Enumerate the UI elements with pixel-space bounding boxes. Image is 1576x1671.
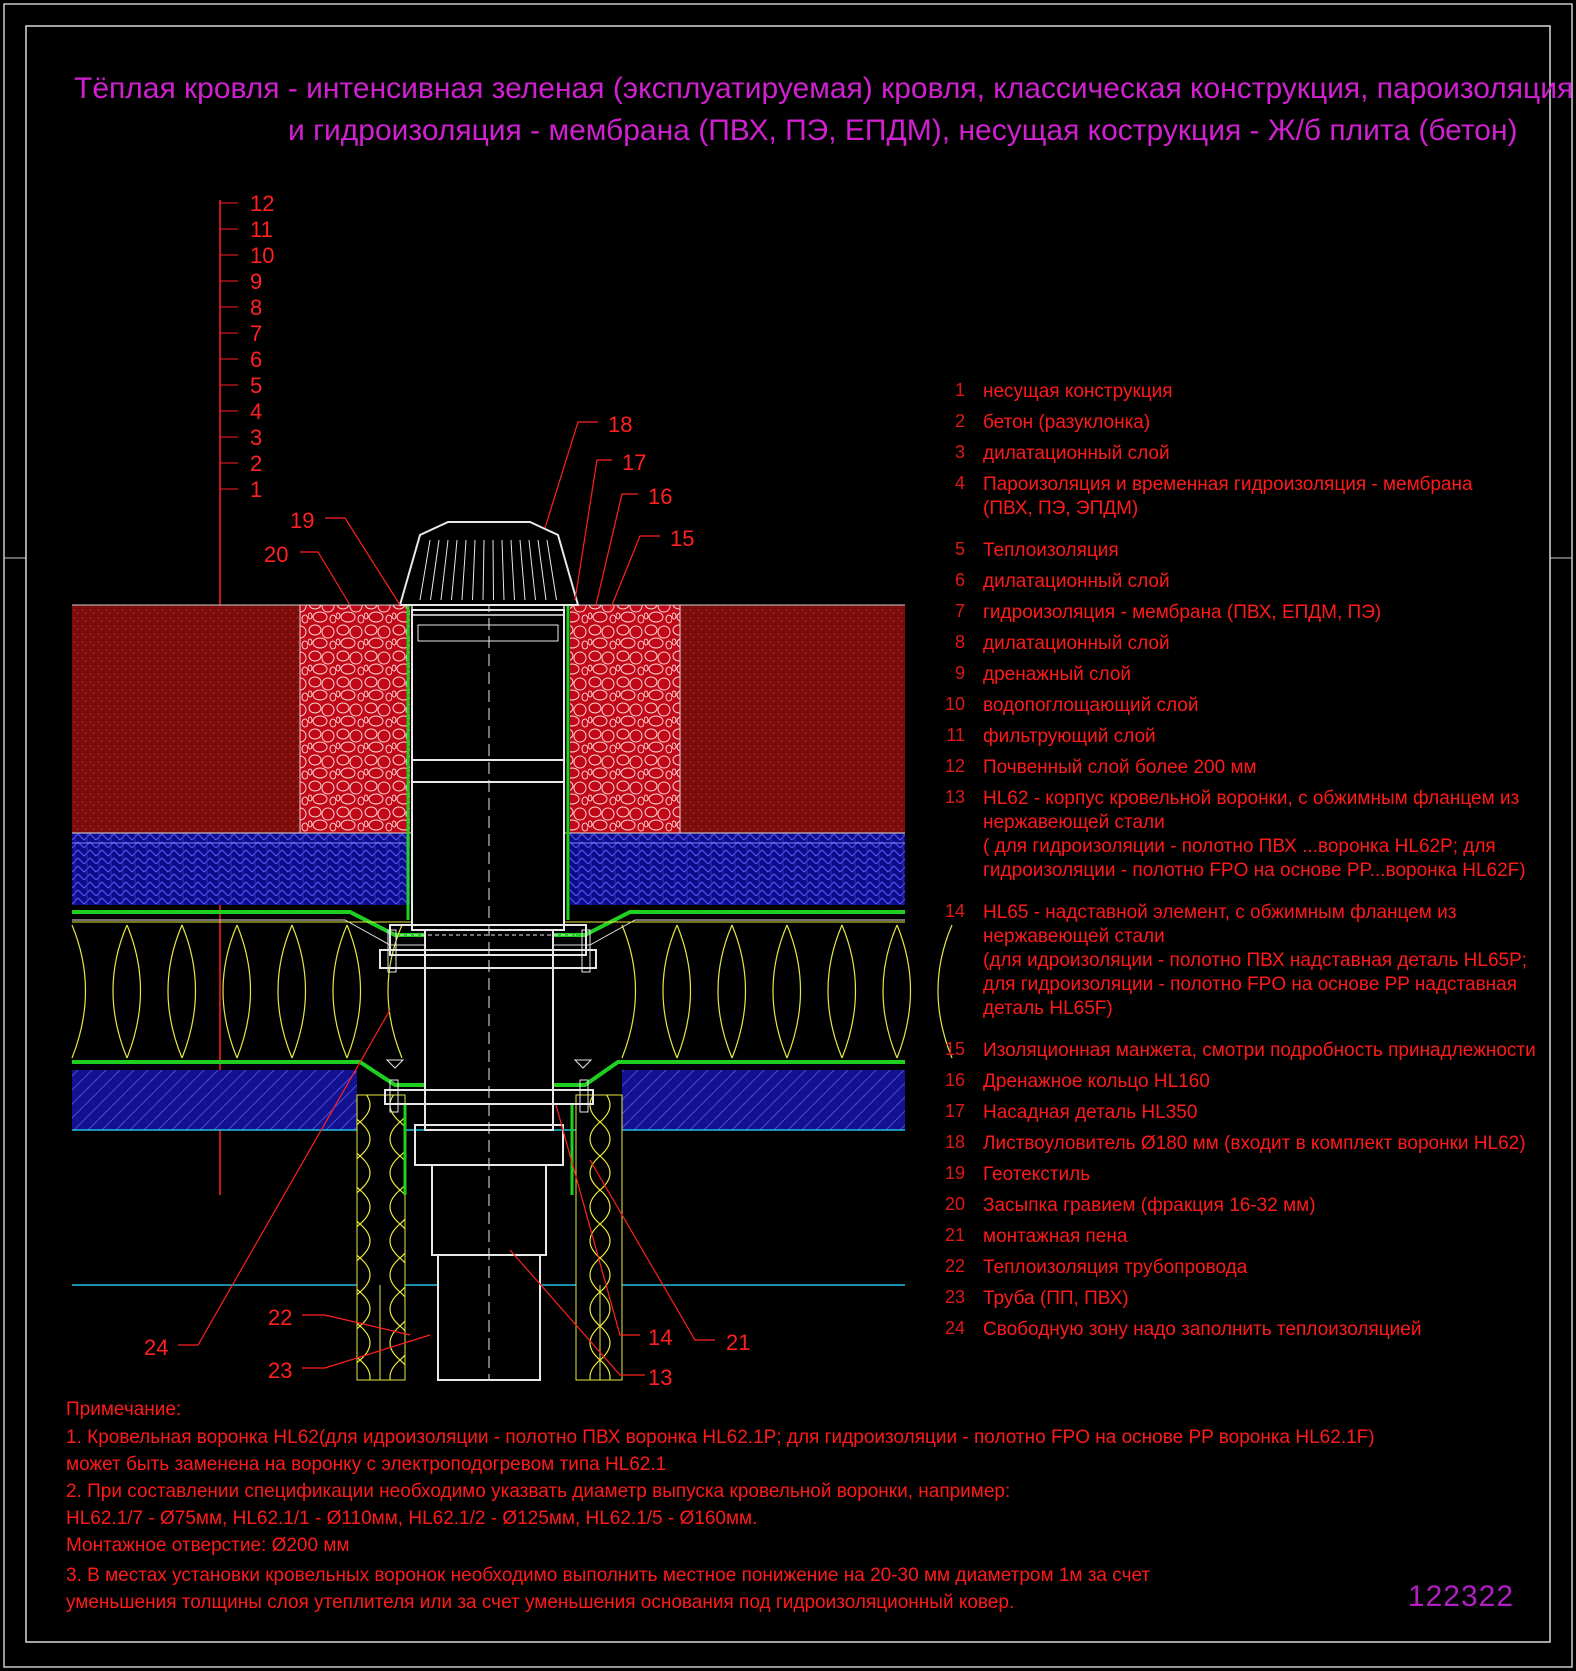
legend-text: Листвоуловитель Ø180 мм (входит в компле… xyxy=(983,1133,1526,1154)
legend-text: Теплоизоляция xyxy=(983,540,1119,561)
legend-text: гидроизоляция - мембрана (ПВХ, ЕПДМ, ПЭ) xyxy=(983,602,1382,623)
note-1: 1. Кровельная воронка HL62(для идроизоля… xyxy=(66,1427,1375,1475)
callout-14: 14 xyxy=(648,1325,672,1350)
legend-text: Свободную зону надо заполнить теплоизоля… xyxy=(983,1319,1422,1340)
pipe-insulation-left xyxy=(356,1094,406,1381)
ruler-label: 7 xyxy=(250,321,262,346)
legend-number: 13 xyxy=(944,787,965,807)
callout-19: 19 xyxy=(290,508,314,533)
callout-21: 21 xyxy=(726,1330,750,1355)
legend-number: 7 xyxy=(954,601,965,621)
legend-number: 22 xyxy=(944,1256,965,1276)
note-3: 3. В местах установки кровельных воронок… xyxy=(66,1565,1151,1613)
legend-text: Засыпка гравием (фракция 16-32 мм) xyxy=(983,1195,1316,1216)
legend-number: 18 xyxy=(944,1132,965,1152)
pipe-insulation-right xyxy=(575,1094,623,1381)
callout-15: 15 xyxy=(670,526,694,551)
legend-text: HL65 - надставной элемент, с обжимным фл… xyxy=(983,902,1528,1019)
legend-number: 10 xyxy=(944,694,965,714)
legend-number: 12 xyxy=(944,756,965,776)
callout-18: 18 xyxy=(608,412,632,437)
legend-text: несущая конструкция xyxy=(983,381,1173,402)
legend-number: 2 xyxy=(954,411,965,431)
leaf-guard xyxy=(398,521,580,616)
ruler-label: 1 xyxy=(250,477,262,502)
callout-23: 23 xyxy=(268,1358,292,1383)
gravel-backfill-left xyxy=(300,605,410,833)
roof-drain-assembly xyxy=(379,600,597,1381)
legend-number: 17 xyxy=(944,1101,965,1121)
callout-24: 24 xyxy=(144,1335,168,1360)
drawing-code: 122322 xyxy=(1407,1580,1514,1613)
concrete-slab-left xyxy=(72,1070,357,1130)
legend-text: монтажная пена xyxy=(983,1226,1128,1247)
legend-number: 11 xyxy=(946,725,965,745)
legend-text: водопоглощающий слой xyxy=(983,695,1199,716)
legend-text: Теплоизоляция трубопровода xyxy=(983,1257,1248,1278)
legend-text: дилатационный слой xyxy=(983,633,1170,654)
legend-number: 4 xyxy=(954,473,965,493)
drainage-layer-right xyxy=(570,833,905,905)
ruler-label: 6 xyxy=(250,347,262,372)
soil-layer-left xyxy=(72,605,300,833)
ruler-label: 3 xyxy=(250,425,262,450)
note-heading: Примечание: xyxy=(66,1399,182,1420)
callout-22: 22 xyxy=(268,1305,292,1330)
ruler-label: 4 xyxy=(250,399,262,424)
note-2: 2. При составлении спецификации необходи… xyxy=(66,1481,1011,1556)
drainage-layer-left xyxy=(72,833,410,905)
legend-number: 14 xyxy=(944,901,965,921)
thermal-insulation xyxy=(71,924,953,1059)
ruler-label: 5 xyxy=(250,373,262,398)
legend-text: дилатационный слой xyxy=(983,443,1170,464)
legend-text: Геотекстиль xyxy=(983,1164,1091,1185)
ruler-label: 8 xyxy=(250,295,262,320)
legend-number: 8 xyxy=(954,632,965,652)
legend-number: 24 xyxy=(944,1318,965,1338)
legend-text: дренажный слой xyxy=(983,664,1132,685)
legend-number: 5 xyxy=(954,539,965,559)
callout-20: 20 xyxy=(264,542,288,567)
ruler-label: 2 xyxy=(250,451,262,476)
legend-number: 21 xyxy=(944,1225,965,1245)
legend-text: Почвенный слой более 200 мм xyxy=(983,757,1257,778)
legend-number: 16 xyxy=(944,1070,965,1090)
concrete-slab-right xyxy=(622,1070,905,1130)
ruler-label: 11 xyxy=(250,217,273,242)
legend-text: Дренажное кольцо HL160 xyxy=(983,1071,1210,1092)
legend-number: 23 xyxy=(944,1287,965,1307)
legend-text: фильтрующий слой xyxy=(983,726,1156,747)
legend-text: Насадная деталь HL350 xyxy=(983,1102,1198,1123)
gravel-backfill-right xyxy=(570,605,680,833)
legend-text: бетон (разуклонка) xyxy=(983,412,1151,433)
legend-number: 9 xyxy=(954,663,965,683)
legend-number: 15 xyxy=(944,1039,965,1059)
legend-text: дилатационный слой xyxy=(983,571,1170,592)
callout-16: 16 xyxy=(648,484,672,509)
soil-layer-right xyxy=(680,605,905,833)
legend-text: HL62 - корпус кровельной воронки, с обжи… xyxy=(983,788,1526,881)
legend-number: 20 xyxy=(944,1194,965,1214)
title-line-2: и гидроизоляция - мембрана (ПВХ, ПЭ, ЕПД… xyxy=(288,114,1518,147)
legend-text: Труба (ПП, ПВХ) xyxy=(983,1288,1129,1309)
legend-number: 19 xyxy=(944,1163,965,1183)
ruler-label: 9 xyxy=(250,269,262,294)
ruler-label: 12 xyxy=(250,191,274,216)
callout-17: 17 xyxy=(622,450,646,475)
callout-leaders xyxy=(178,421,715,1376)
legend-number: 1 xyxy=(954,380,965,400)
title-line-1: Тёплая кровля - интенсивная зеленая (экс… xyxy=(74,72,1574,105)
legend-text: Пароизоляция и временная гидроизоляция -… xyxy=(983,474,1473,519)
callout-13: 13 xyxy=(648,1365,672,1390)
legend-number: 6 xyxy=(954,570,965,590)
ruler-label: 10 xyxy=(250,243,274,268)
legend-number: 3 xyxy=(954,442,965,462)
legend-text: Изоляционная манжета, смотри подробность… xyxy=(983,1040,1536,1061)
